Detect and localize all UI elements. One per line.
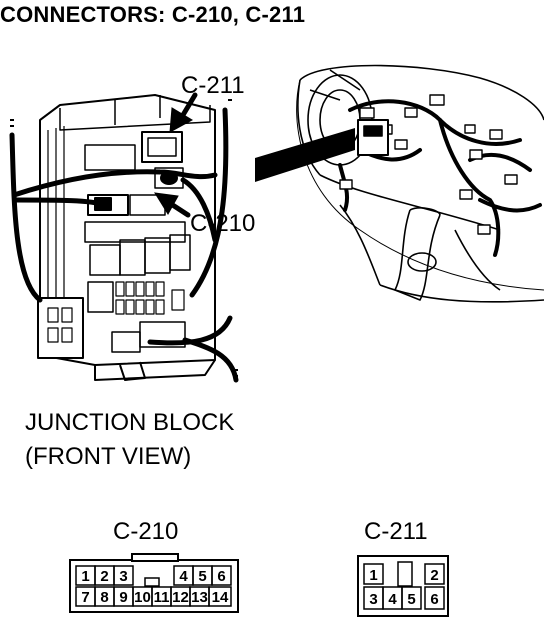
caption-line-1: JUNCTION BLOCK xyxy=(25,409,235,436)
c210-pin-4: 4 xyxy=(179,568,188,585)
c210-pin-10: 10 xyxy=(134,589,151,606)
dashboard-illustration xyxy=(255,64,544,303)
callout-arrows xyxy=(154,92,198,218)
c211-pin-4: 4 xyxy=(388,591,397,608)
c211-connector-face xyxy=(357,555,449,617)
c210-pin-5: 5 xyxy=(198,568,206,585)
c210-connector-face xyxy=(69,553,239,613)
c210-pin-3: 3 xyxy=(119,568,127,585)
c210-pin-7: 7 xyxy=(81,589,89,606)
c211-pin-1: 1 xyxy=(369,567,377,584)
page-title: CONNECTORS: C-210, C-211 xyxy=(0,2,306,27)
junction-block-illustration xyxy=(9,94,239,383)
c210-arrow-head xyxy=(154,192,179,215)
c210-pin-9: 9 xyxy=(119,589,127,606)
c211-connector-label: C-211 xyxy=(364,518,428,545)
c210-pin-8: 8 xyxy=(100,589,108,606)
c211-pin-3: 3 xyxy=(369,591,377,608)
junction-block-caption: JUNCTION BLOCK (FRONT VIEW) xyxy=(25,406,234,474)
c211-pin-5: 5 xyxy=(407,591,415,608)
c211-pin-2: 2 xyxy=(430,567,438,584)
c210-pin-2: 2 xyxy=(100,568,108,585)
c210-connector-label: C-210 xyxy=(113,518,179,545)
c210-pin-13: 13 xyxy=(191,589,208,606)
c210-pin-11: 11 xyxy=(154,589,170,606)
caption-line-2: (FRONT VIEW) xyxy=(25,443,192,470)
c210-callout-label: C-210 xyxy=(190,210,256,237)
c210-pin-6: 6 xyxy=(217,568,225,585)
c210-pin-1: 1 xyxy=(81,568,89,585)
c211-arrow-head xyxy=(169,107,194,133)
c210-pin-12: 12 xyxy=(172,589,189,606)
c210-pin-14: 14 xyxy=(212,589,229,606)
c211-callout-label: C-211 xyxy=(181,72,245,99)
c211-pin-6: 6 xyxy=(430,591,438,608)
